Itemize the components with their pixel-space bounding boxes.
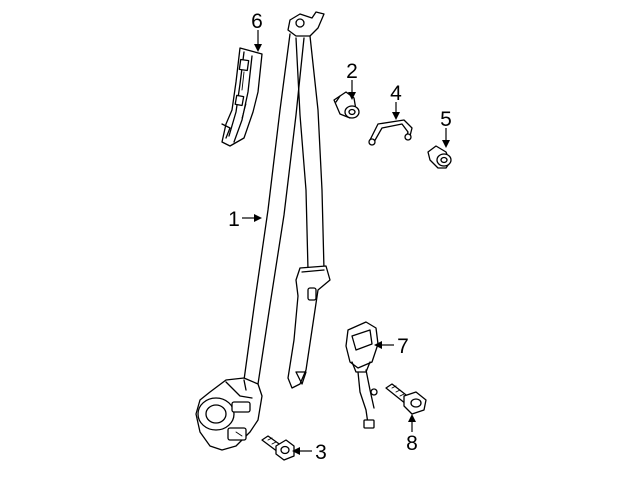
part-7-buckle: [345, 321, 379, 429]
callout-leaders: [242, 30, 450, 455]
part-8-bolt: [385, 383, 427, 415]
callout-8: 8: [406, 432, 418, 455]
part-5-bolt: [427, 145, 452, 169]
callout-4: 4: [390, 82, 402, 105]
part-3-bolt: [261, 435, 295, 461]
callout-2: 2: [346, 60, 358, 83]
callout-3: 3: [315, 441, 327, 464]
callout-7: 7: [397, 335, 409, 358]
part-1-seat-belt-assembly: [195, 11, 331, 451]
part-2-bolt: [333, 91, 360, 119]
callout-1: 1: [228, 208, 240, 231]
part-4-bracket: [368, 119, 413, 146]
part-6-height-adjuster: [221, 47, 263, 147]
callout-6: 6: [251, 10, 263, 33]
callout-5: 5: [440, 108, 452, 131]
